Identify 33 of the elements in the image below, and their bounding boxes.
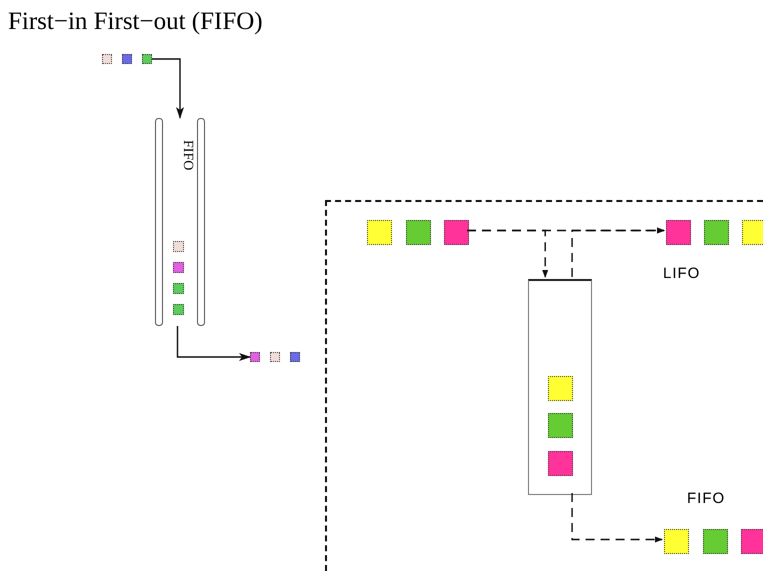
queue-tube bbox=[155, 118, 205, 326]
queue-item bbox=[367, 220, 392, 245]
queue-item bbox=[444, 220, 469, 245]
queue-item bbox=[741, 529, 763, 554]
queue-item bbox=[142, 54, 152, 64]
queue-item bbox=[102, 54, 112, 64]
queue-item bbox=[703, 529, 728, 554]
queue-item bbox=[548, 451, 573, 476]
arrow bbox=[571, 493, 663, 542]
queue-item bbox=[173, 283, 184, 294]
queue-label: FIFO bbox=[179, 140, 195, 170]
queue-item bbox=[742, 220, 763, 245]
queue-item bbox=[664, 529, 689, 554]
dashed-frame bbox=[325, 200, 763, 571]
arrow bbox=[571, 228, 665, 277]
queue-item bbox=[173, 241, 184, 252]
queue-item bbox=[250, 352, 260, 362]
queue-label: LIFO bbox=[663, 265, 700, 282]
arrow bbox=[152, 58, 184, 119]
queue-item bbox=[406, 220, 431, 245]
queue-item bbox=[548, 413, 573, 438]
arrow bbox=[176, 326, 251, 361]
queue-label: FIFO bbox=[687, 490, 726, 507]
queue-item bbox=[270, 352, 280, 362]
queue-item bbox=[548, 376, 573, 401]
queue-item bbox=[704, 220, 729, 245]
queue-item bbox=[122, 54, 132, 64]
queue-item bbox=[666, 220, 691, 245]
queue-item bbox=[173, 262, 184, 273]
queue-item bbox=[173, 304, 184, 315]
title: First−in First−out (FIFO) bbox=[8, 8, 263, 36]
stack-container bbox=[528, 279, 592, 495]
queue-item bbox=[290, 352, 300, 362]
